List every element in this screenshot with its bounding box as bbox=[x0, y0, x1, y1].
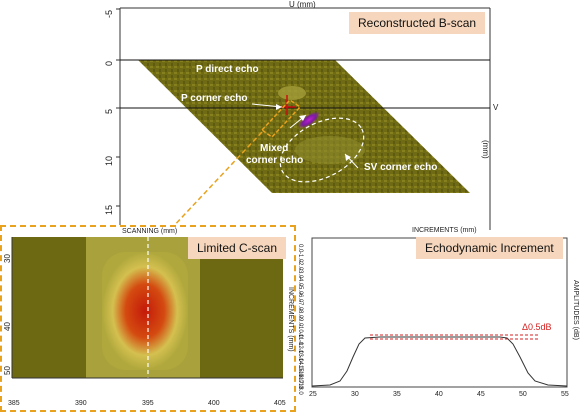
echo-x-tick: 45 bbox=[477, 391, 485, 398]
v-axis-unit: (mm) bbox=[481, 140, 490, 159]
zoom-connector-line bbox=[169, 131, 263, 230]
cscan-title: Limited C-scan bbox=[188, 237, 287, 259]
cscan-x-tick: 390 bbox=[75, 400, 87, 407]
u-tick-label: 10 bbox=[104, 155, 114, 166]
echodynamic-right-axis-label: AMPLITUDES (dB) bbox=[572, 280, 579, 340]
p-direct-echo-label: P direct echo bbox=[196, 64, 259, 75]
cscan-top-axis-label: SCANNING (mm) bbox=[122, 228, 178, 235]
echo-x-tick: 50 bbox=[519, 391, 527, 398]
echodynamic-plot bbox=[311, 237, 568, 388]
mixed-label-line2: corner echo bbox=[246, 155, 304, 166]
echo-x-tick: 55 bbox=[561, 391, 569, 398]
u-tick-label: 5 bbox=[104, 108, 114, 114]
echo-x-tick: 25 bbox=[309, 391, 317, 398]
amp-y-ticks: 0.0 -1.0 -2.0 -3.0 -4.0 -5.0 -6.0 -7.0 -… bbox=[297, 238, 312, 395]
cscan-x-tick: 405 bbox=[274, 400, 286, 407]
echo-x-tick: 40 bbox=[435, 391, 443, 398]
u-tick-label: 15 bbox=[104, 204, 114, 215]
u-tick-label: -5 bbox=[104, 9, 114, 18]
p-corner-dashed-box bbox=[260, 99, 302, 138]
mixed-corner-echo-label: Mixed corner echo bbox=[246, 143, 303, 167]
u-tick-label: 0 bbox=[104, 60, 114, 66]
cscan-y-tick: 40 bbox=[3, 322, 12, 331]
cscan-y-tick: 50 bbox=[3, 366, 12, 375]
amp-y-tick: -18.0 bbox=[297, 381, 303, 395]
mixed-echo-blob bbox=[297, 111, 321, 129]
v-axis-label: V bbox=[493, 103, 499, 112]
bscan-panel: -5 0 5 10 15 U (mm) V (mm) Reconstructed… bbox=[104, 0, 499, 230]
echodynamic-top-axis-label: INCREMENTS (mm) bbox=[412, 227, 477, 234]
echodynamic-title: Echodynamic Increment bbox=[416, 237, 563, 259]
cscan-x-tick: 395 bbox=[142, 400, 154, 407]
mixed-label-line1: Mixed bbox=[260, 143, 289, 154]
u-axis-label: U (mm) bbox=[289, 0, 316, 9]
cscan-x-tick: 400 bbox=[208, 400, 220, 407]
bscan-title: Reconstructed B-scan bbox=[349, 12, 486, 34]
echodynamic-panel: INCREMENTS (mm) Echodynamic Increment Δ0… bbox=[297, 225, 580, 413]
cscan-right-axis-label: INCREMENTS (mm) bbox=[287, 287, 294, 352]
cscan-plot bbox=[11, 237, 283, 379]
sv-corner-dashed-ellipse bbox=[279, 117, 365, 183]
echo-x-tick: 30 bbox=[351, 391, 359, 398]
echo-x-tick: 35 bbox=[393, 391, 401, 398]
cscan-y-tick: 30 bbox=[3, 254, 12, 263]
p-corner-echo-label: P corner echo bbox=[181, 93, 248, 104]
cscan-panel: SCANNING (mm) Limited C-scan INCREMENTS … bbox=[0, 225, 296, 412]
cscan-x-tick: 385 bbox=[8, 400, 20, 407]
echodynamic-curve bbox=[311, 336, 568, 387]
bscan-plot bbox=[116, 7, 491, 230]
delta-db-label: Δ0.5dB bbox=[522, 322, 552, 332]
sv-corner-echo-label: SV corner echo bbox=[364, 162, 438, 173]
